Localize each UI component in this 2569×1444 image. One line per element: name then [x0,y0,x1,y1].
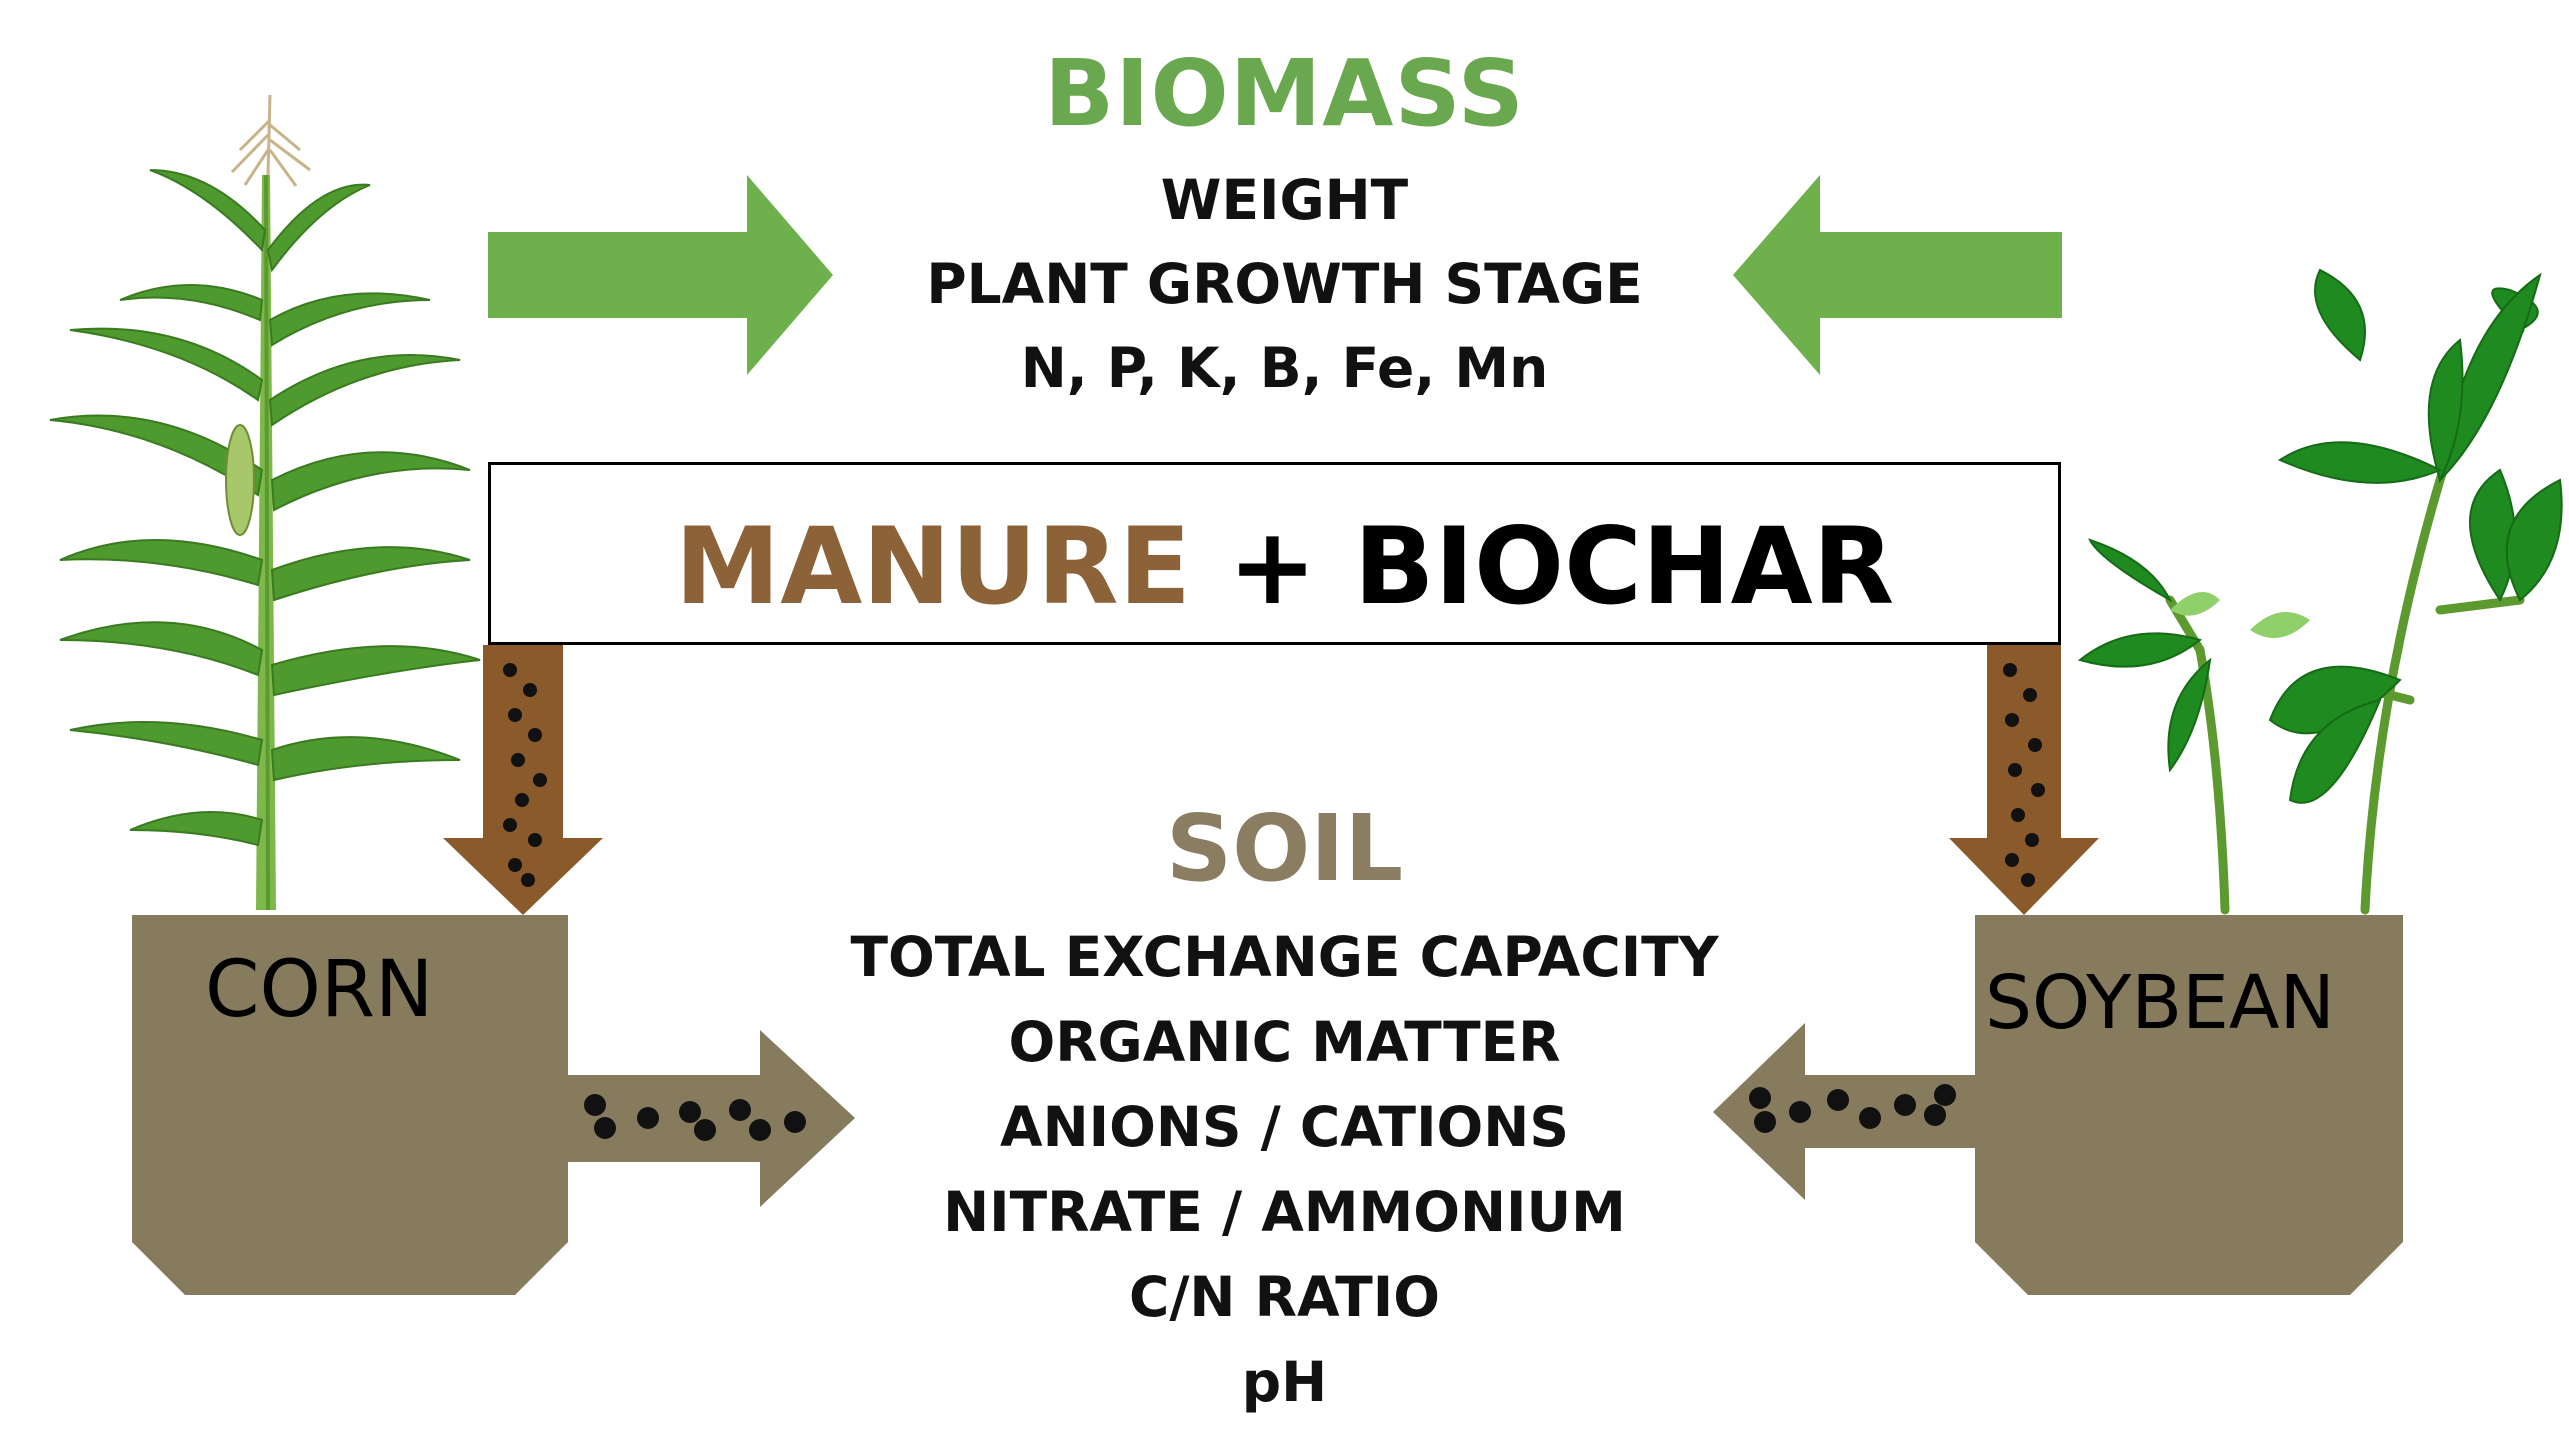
down-arrow-right [1949,645,2099,915]
biomass-item-weight: WEIGHT [1160,168,1409,232]
soil-title: SOIL [1165,795,1404,902]
soil-arrow-right [568,1030,855,1207]
biomass-item-growth-stage: PLANT GROWTH STAGE [926,252,1643,316]
biomass-title: BIOMASS [1044,40,1525,147]
corn-label: CORN [205,945,434,1035]
biomass-item-nutrients: N, P, K, B, Fe, Mn [1020,336,1549,400]
down-arrow-left [443,645,603,915]
corn-pot [132,915,568,1295]
treatment-box [488,462,2061,645]
soybean-label: SOYBEAN [1985,960,2335,1046]
treatment-label: MANURE + BIOCHAR [0,505,2569,628]
soil-item-exchange-capacity: TOTAL EXCHANGE CAPACITY [850,925,1719,989]
corn-plant-illustration [49,94,481,911]
manure-label: MANURE [674,505,1192,628]
plus-sign: + [1228,505,1317,628]
soil-arrow-left [1713,1023,1975,1200]
soil-item-ph: pH [1241,1350,1328,1414]
soybean-plant-illustration [2077,268,2563,915]
green-arrow-right [488,175,833,375]
biochar-label: BIOCHAR [1353,505,1895,628]
soybean-pot [1975,915,2403,1295]
soil-item-organic-matter: ORGANIC MATTER [1008,1010,1561,1074]
soil-item-anions-cations: ANIONS / CATIONS [1000,1095,1569,1159]
green-arrow-left [1733,175,2062,375]
soil-item-cn-ratio: C/N RATIO [1128,1265,1440,1329]
soil-item-nitrate-ammonium: NITRATE / AMMONIUM [943,1180,1626,1244]
